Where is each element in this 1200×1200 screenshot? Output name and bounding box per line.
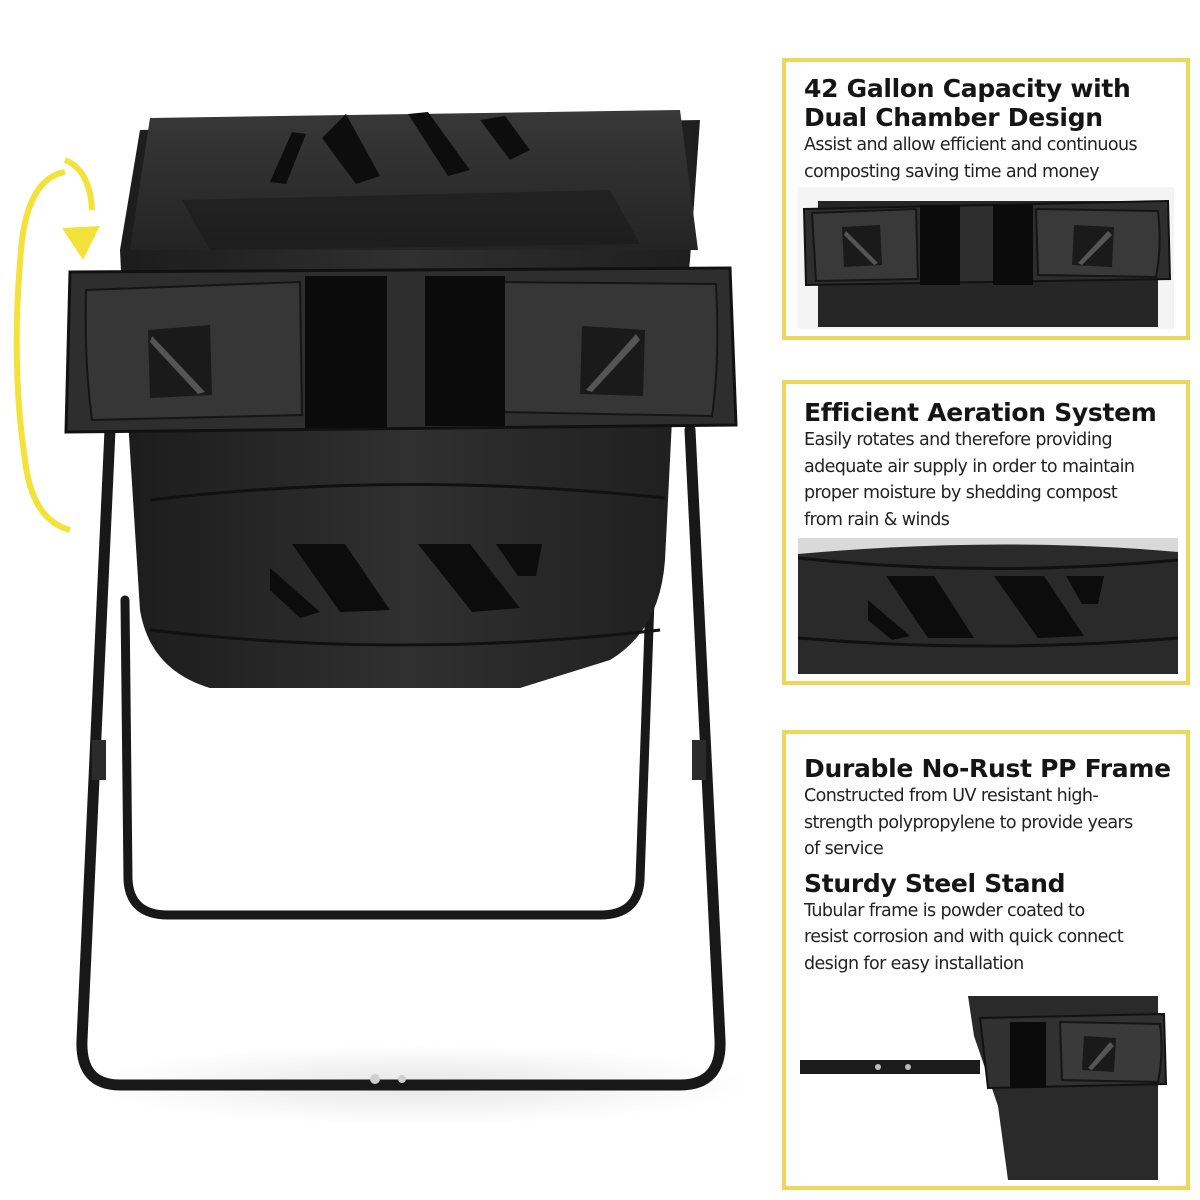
rotation-arrowhead-icon: [62, 226, 100, 260]
feature-description: proper moisture by shedding compost: [804, 483, 1118, 503]
feature-description: from rain & winds: [804, 509, 950, 530]
body-lower-rim: [149, 628, 661, 647]
dual-chamber-detail-photo: [798, 187, 1174, 329]
body-vents: [270, 544, 542, 618]
rotation-arrow-icon: [13, 169, 71, 533]
body-lower-edge: [149, 482, 666, 502]
feature-title: 42 Gallon Capacity with: [804, 74, 1131, 103]
feature-description: Easily rotates and therefore providing: [804, 430, 1113, 450]
stand-bolt: [398, 1075, 406, 1083]
feature-panel-capacity: 42 Gallon Capacity with Dual Chamber Des…: [782, 58, 1190, 340]
feature-title: Sturdy Steel Stand: [804, 868, 1066, 898]
feature-description: adequate air supply in order to maintain: [804, 456, 1135, 477]
aeration-vents-detail-photo: [798, 538, 1178, 674]
feature-title: Efficient Aeration System: [804, 398, 1157, 427]
feature-description: resist corrosion and with quick connect: [804, 927, 1124, 947]
feature-description: composting saving time and money: [804, 161, 1100, 182]
feature-panel-aeration: Efficient Aeration System Easily rotates…: [782, 380, 1190, 685]
feature-description: of service: [804, 839, 884, 859]
feature-description: Constructed from UV resistant high-: [804, 786, 1099, 806]
compost-tumbler-illustration: [13, 110, 750, 1125]
drum-door-band: [64, 266, 738, 434]
feature-description: strength polypropylene to provide years: [804, 812, 1133, 833]
feature-description: Assist and allow efficient and continuou…: [804, 135, 1138, 155]
stand-bolt: [370, 1074, 380, 1084]
rotation-arrow-tail-icon: [63, 157, 95, 211]
feature-description: design for easy installation: [804, 953, 1024, 974]
lid-rim: [182, 190, 640, 250]
feature-title: Dual Chamber Design: [804, 103, 1103, 132]
steel-stand-detail-photo: [798, 996, 1178, 1180]
lid-vents: [270, 112, 530, 184]
feature-title: Durable No-Rust PP Frame: [804, 754, 1171, 783]
feature-panel-frame-stand: Durable No-Rust PP Frame Constructed fro…: [782, 730, 1190, 1190]
steel-stand: [76, 424, 726, 1091]
feature-description: Tubular frame is powder coated to: [804, 900, 1085, 921]
